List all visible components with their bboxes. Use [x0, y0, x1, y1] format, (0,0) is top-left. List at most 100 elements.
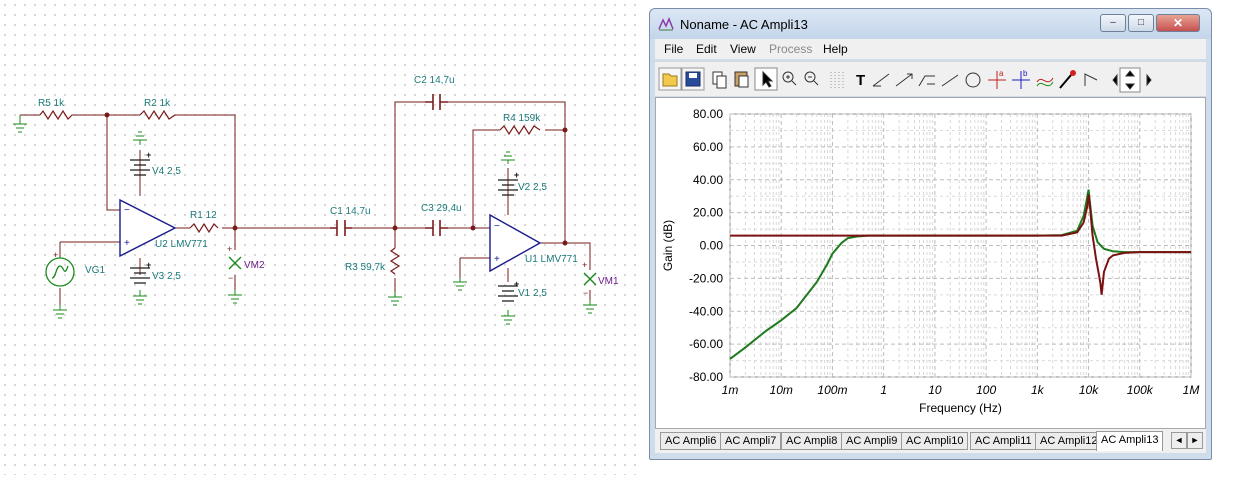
- step-icon[interactable]: [1084, 73, 1098, 86]
- scroll-tabs-right-button[interactable]: ►: [1187, 432, 1203, 449]
- x-tick-label: 100k: [1127, 383, 1154, 397]
- chart-series: [729, 189, 1191, 360]
- v3-label: V3 2,5: [152, 271, 181, 282]
- c2-label: C2 14,7u: [414, 75, 455, 86]
- c3-label: C3 29,4u: [421, 203, 462, 214]
- tab-ac-ampli11[interactable]: AC Ampli11: [970, 432, 1037, 450]
- x-tick-label: 1m: [722, 383, 739, 397]
- menu-view[interactable]: View: [730, 42, 756, 56]
- comment-tool-icon[interactable]: [918, 75, 935, 87]
- save-icon[interactable]: [681, 67, 705, 91]
- x-tick-label: 100m: [817, 383, 847, 397]
- tab-ac-ampli7[interactable]: AC Ampli7: [720, 432, 782, 450]
- r3-label: R3 59,7k: [345, 262, 386, 273]
- menu-edit[interactable]: Edit: [696, 42, 717, 56]
- y-tick-label: 40.00: [693, 173, 723, 187]
- r2-label: R2 1k: [144, 98, 171, 109]
- svg-text:+: +: [124, 238, 130, 249]
- x-tick-label: 10k: [1079, 383, 1099, 397]
- scroll-updown-icon[interactable]: [1119, 67, 1141, 93]
- y-tick-label: 60.00: [693, 140, 723, 154]
- vm2-label: VM2: [244, 260, 265, 271]
- u2-label: U2 LMV771: [155, 239, 208, 250]
- y-tick-label: -80.00: [689, 370, 723, 384]
- title-bar[interactable]: Noname - AC Ampli13 – □ ✕: [650, 9, 1211, 39]
- x-tick-label: 10m: [770, 383, 793, 397]
- scroll-tabs-left-button[interactable]: ◄: [1171, 432, 1187, 449]
- series-line-2: [730, 194, 1191, 295]
- tab-ac-ampli8[interactable]: AC Ampli8: [781, 432, 843, 450]
- tab-ac-ampli13[interactable]: AC Ampli13: [1096, 431, 1164, 451]
- paste-icon[interactable]: [734, 71, 749, 88]
- r4-label: R4 159k: [503, 113, 541, 124]
- pointer-icon[interactable]: [754, 67, 778, 91]
- bode-chart[interactable]: 80.0060.0040.0020.000.00-20.00-40.00-60.…: [656, 98, 1207, 428]
- cursor-b-icon[interactable]: b: [1012, 69, 1030, 89]
- circuit-diagram: − + − + R5 1k R2 1k V4 2,5: [13, 75, 619, 325]
- x-tick-label: 1k: [1031, 383, 1045, 397]
- tab-ac-ampli12[interactable]: AC Ampli12: [1035, 432, 1103, 450]
- cursor-a-icon[interactable]: a: [988, 69, 1006, 89]
- analysis-window[interactable]: Noname - AC Ampli13 – □ ✕ File Edit View Pr…: [649, 8, 1212, 460]
- line-tool-icon[interactable]: [941, 74, 959, 87]
- close-button[interactable]: ✕: [1156, 14, 1200, 32]
- y-tick-label: 80.00: [693, 107, 723, 121]
- copy-icon[interactable]: [712, 71, 727, 89]
- c1-label: C1 14,7u: [330, 206, 371, 217]
- app-logo-icon: [658, 17, 674, 31]
- circle-tool-icon[interactable]: [965, 72, 981, 88]
- svg-text:a: a: [999, 69, 1004, 78]
- svg-text:+: +: [582, 260, 587, 270]
- v2-label: V2 2,5: [518, 182, 547, 193]
- r1-label: R1 12: [190, 210, 217, 221]
- label-tool-icon[interactable]: [872, 73, 890, 87]
- menu-bar: File Edit View Process Help: [655, 39, 1206, 59]
- minimize-button[interactable]: –: [1100, 14, 1126, 32]
- x-axis-label: Frequency (Hz): [919, 401, 1002, 415]
- tab-ac-ampli9[interactable]: AC Ampli9: [841, 432, 903, 450]
- tab-ac-ampli6[interactable]: AC Ampli6: [660, 432, 722, 450]
- menu-process[interactable]: Process: [769, 42, 813, 56]
- text-tool-icon[interactable]: T: [856, 72, 865, 89]
- svg-text:−: −: [583, 288, 588, 298]
- r5-label: R5 1k: [38, 98, 65, 109]
- maximize-icon: □: [1137, 17, 1145, 28]
- y-tick-label: 20.00: [693, 206, 723, 220]
- svg-text:−: −: [494, 221, 500, 232]
- zoom-in-icon[interactable]: [782, 71, 797, 86]
- color-pick-icon[interactable]: [1059, 70, 1076, 89]
- zoom-out-icon[interactable]: [804, 71, 819, 86]
- svg-text:+: +: [514, 279, 519, 289]
- schematic-canvas[interactable]: − + − + R5 1k R2 1k V4 2,5: [0, 0, 640, 475]
- scroll-right-icon[interactable]: [1146, 73, 1152, 87]
- window-title: Noname - AC Ampli13: [680, 17, 808, 32]
- svg-text:−: −: [124, 205, 130, 216]
- open-folder-icon[interactable]: [658, 67, 682, 91]
- grid-icon[interactable]: [830, 72, 844, 88]
- plot-frame: [729, 113, 1192, 378]
- arrow-label-icon[interactable]: [895, 73, 913, 87]
- x-tick-label: 100: [976, 383, 996, 397]
- menu-help[interactable]: Help: [823, 42, 848, 56]
- v1-label: V1 2,5: [518, 288, 547, 299]
- v4-label: V4 2,5: [152, 166, 181, 177]
- maximize-button[interactable]: □: [1128, 14, 1154, 32]
- vg1-label: VG1: [85, 265, 105, 276]
- y-axis-label: Gain (dB): [661, 220, 675, 271]
- toolbar: T a b: [655, 61, 1206, 96]
- y-tick-label: -40.00: [689, 304, 723, 318]
- curve-tool-icon[interactable]: [1036, 77, 1054, 87]
- svg-text:+: +: [227, 244, 232, 254]
- x-tick-label: 1M: [1183, 383, 1200, 397]
- y-tick-label: 0.00: [700, 239, 724, 253]
- tab-ac-ampli10[interactable]: AC Ampli10: [901, 432, 969, 450]
- scroll-left-icon[interactable]: [1112, 73, 1118, 87]
- x-tick-label: 1: [880, 383, 887, 397]
- minimize-icon: –: [1110, 17, 1116, 28]
- close-icon: ✕: [1172, 16, 1184, 30]
- menu-file[interactable]: File: [664, 42, 684, 56]
- svg-text:+: +: [146, 260, 151, 270]
